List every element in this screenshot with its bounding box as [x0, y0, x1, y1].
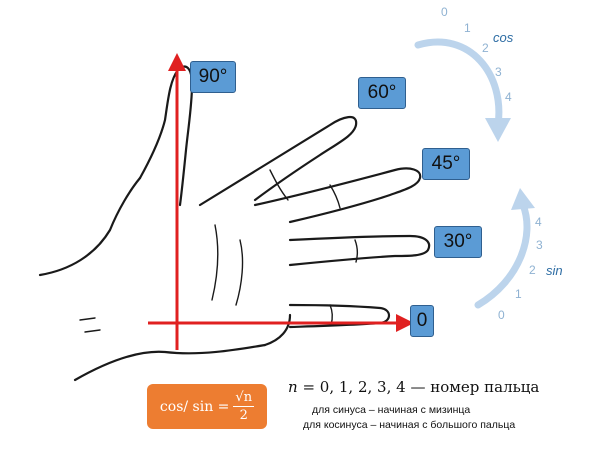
angle-60-badge: 60°: [358, 77, 406, 109]
sin-number: 2: [529, 263, 536, 277]
sin-number: 1: [515, 287, 522, 301]
angle-90-badge: 90°: [190, 61, 236, 93]
formula-left: cos/ sin =: [159, 398, 230, 415]
angle-45-badge: 45°: [422, 148, 470, 180]
n-description: — номер пальца: [410, 378, 540, 396]
sin-arc-arrowhead: [511, 188, 535, 210]
finger-number-line: n = 0, 1, 2, 3, 4 — номер пальца: [288, 378, 539, 396]
cos-number: 3: [495, 65, 502, 79]
angle-30-badge: 30°: [434, 226, 482, 258]
sine-note: для синуса – начиная с мизинца: [312, 404, 471, 416]
n-values: = 0, 1, 2, 3, 4: [302, 378, 406, 396]
cos-number: 0: [441, 5, 448, 19]
hand-outline: [38, 65, 431, 382]
formula-fraction: √n 2: [233, 390, 255, 423]
sin-number: 3: [536, 238, 543, 252]
cos-arc-arrowhead: [485, 118, 511, 142]
cos-arc-arrow: [414, 38, 503, 129]
sin-arc-arrow: [474, 201, 531, 309]
sin-number: 0: [498, 308, 505, 322]
angle-0-badge: 0: [410, 305, 434, 337]
sin-label: sin: [546, 263, 563, 278]
formula-box: cos/ sin = √n 2: [147, 384, 267, 429]
cos-number: 1: [464, 21, 471, 35]
n-variable: n: [288, 378, 298, 396]
cos-label: cos: [493, 30, 514, 45]
cos-number: 4: [505, 90, 512, 104]
formula-numerator: √n: [233, 390, 255, 407]
sin-number: 4: [535, 215, 542, 229]
formula-denominator: 2: [239, 408, 248, 423]
cosine-note: для косинуса – начиная с большого пальца: [303, 419, 516, 431]
cos-number: 2: [482, 41, 489, 55]
